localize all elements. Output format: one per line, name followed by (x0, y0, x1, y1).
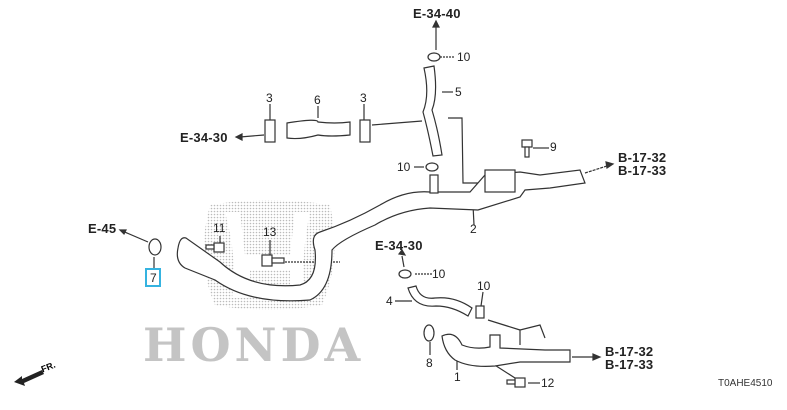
ref-b-17-32-top[interactable]: B-17-32 (618, 150, 667, 165)
ref-e-34-40[interactable]: E-34-40 (413, 6, 461, 21)
callout-2[interactable]: 2 (470, 222, 477, 236)
callout-3[interactable]: 3 (360, 91, 367, 105)
bolt-12 (506, 377, 526, 388)
ref-e-34-30-top[interactable]: E-34-30 (180, 130, 228, 145)
callout-9[interactable]: 9 (550, 140, 557, 154)
callout-10[interactable]: 10 (432, 267, 446, 281)
callout-7[interactable]: 7 (150, 271, 157, 285)
hose-clamp (398, 52, 441, 279)
callout-3[interactable]: 3 (266, 91, 273, 105)
hose-6 (286, 119, 351, 140)
hose-5 (422, 65, 443, 157)
water-pipe-1 (441, 333, 571, 367)
callout-1[interactable]: 1 (454, 370, 461, 384)
ref-e-45[interactable]: E-45 (88, 221, 117, 236)
clip-3 (264, 119, 276, 143)
front-arrow-icon (14, 370, 44, 386)
callout-6[interactable]: 6 (314, 93, 321, 107)
callout-13[interactable]: 13 (263, 225, 277, 239)
ref-b-17-32-bottom[interactable]: B-17-32 (605, 344, 654, 359)
highlight-box (145, 268, 161, 287)
callout-12[interactable]: 12 (541, 376, 555, 390)
o-ring-8 (423, 324, 435, 342)
ref-b-17-33-bottom[interactable]: B-17-33 (605, 357, 654, 372)
callout-10[interactable]: 10 (477, 279, 491, 293)
honda-wordmark-watermark: HONDA (143, 318, 365, 372)
callout-5[interactable]: 5 (455, 85, 462, 99)
ref-e-34-30-middle[interactable]: E-34-30 (375, 238, 423, 253)
callout-8[interactable]: 8 (426, 356, 433, 370)
callout-11[interactable]: 11 (213, 221, 226, 235)
callout-4[interactable]: 4 (386, 294, 393, 308)
leader-lines (118, 19, 615, 384)
callout-10[interactable]: 10 (457, 50, 471, 64)
diagram-code: T0AHE4510 (718, 378, 773, 389)
ref-b-17-33-top[interactable]: B-17-33 (618, 163, 667, 178)
clip-3 (359, 119, 371, 143)
bolt-11 (205, 242, 225, 253)
water-pipe-2 (176, 169, 586, 302)
bolt-13 (261, 254, 285, 267)
hose-4 (407, 285, 473, 317)
bolt-9 (521, 139, 533, 158)
clip-10 (475, 305, 485, 319)
callout-10[interactable]: 10 (397, 160, 411, 174)
o-ring-7 (148, 238, 162, 256)
